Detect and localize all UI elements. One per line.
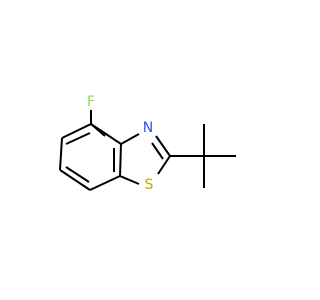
- bond-n-c2: [155, 135, 171, 157]
- atom-nitrogen-label: N: [143, 120, 153, 136]
- atoms-group: F N S: [87, 94, 154, 193]
- bond-c7a-c4-ring: [90, 123, 122, 145]
- bond-c4-c5: [61, 123, 92, 139]
- bond-c2-s: [157, 155, 171, 175]
- bond-c4-c5-inner: [65, 132, 91, 145]
- bond-c7a-n: [120, 133, 140, 145]
- bond-s-c3a: [119, 175, 140, 185]
- molecule-canvas: F N S: [59, 94, 236, 193]
- structure-diagram: F N S: [59, 94, 236, 193]
- bond-c7-c3a: [89, 175, 121, 191]
- bonds-group: [59, 110, 236, 191]
- bond-n-c2-inner: [151, 142, 164, 160]
- bond-c6-c7: [59, 169, 91, 191]
- bond-c3a-c7a: [119, 143, 122, 177]
- bond-c5-c6: [59, 137, 63, 171]
- bond-c6-c7-inner: [65, 166, 90, 183]
- atom-fluorine-label: F: [87, 94, 95, 110]
- atom-sulfur-label: S: [145, 177, 154, 193]
